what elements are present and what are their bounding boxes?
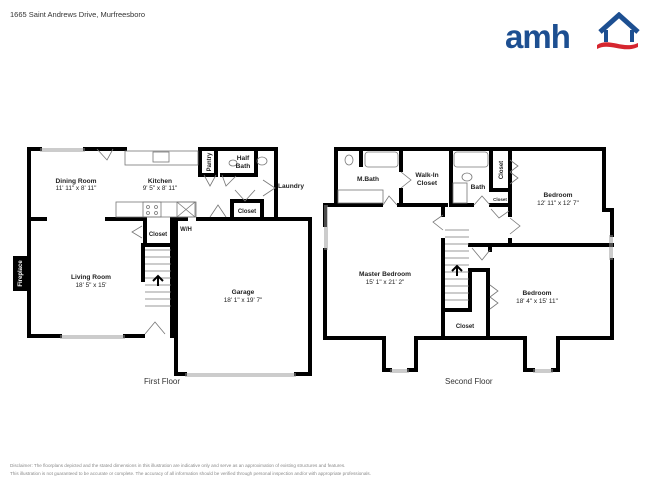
room-name-bath: Bath <box>471 184 486 191</box>
room-name-closet-small: Closet <box>493 197 507 202</box>
second-floor-label: Second Floor <box>445 377 493 386</box>
logo-wordmark: amh <box>505 18 570 52</box>
room-name-half-bath: Half <box>237 155 250 162</box>
room-dims-bedroom-3: 18' 4" x 15' 11" <box>516 298 558 305</box>
room-name-closet-living: Closet <box>149 232 167 238</box>
room-name-wh: W/H <box>180 227 192 233</box>
fireplace <box>13 256 27 291</box>
room-name-kitchen: Kitchen <box>148 178 172 185</box>
room-dims-master: 15' 1" x 21' 2" <box>366 279 405 286</box>
stairs-up-arrow-icon <box>152 274 164 286</box>
fireplace-label: Fireplace <box>18 260 24 287</box>
room-name-bedroom-2: Bedroom <box>544 192 573 199</box>
room-name-pantry: Pantry <box>207 152 213 171</box>
room-name-closet-tall: Closet <box>499 161 505 179</box>
amh-logo: amh <box>505 12 640 52</box>
room-dims-bedroom-2: 12' 11" x 12' 7" <box>537 200 579 207</box>
room-name-walkin-2: Closet <box>417 180 438 187</box>
disclaimer: Disclaimer: The floorplans depicted and … <box>10 462 610 478</box>
room-name-living: Living Room <box>71 274 111 281</box>
first-floor-label: First Floor <box>144 377 180 386</box>
room-name-walkin: Walk-In <box>415 172 438 179</box>
room-name-closet-laundry: Closet <box>238 209 256 215</box>
room-name-half-bath-2: Bath <box>236 163 251 170</box>
room-name-closet-stairs: Closet <box>456 324 474 330</box>
room-name-master: Master Bedroom <box>359 271 411 278</box>
property-address: 1665 Saint Andrews Drive, Murfreesboro <box>10 10 146 19</box>
disclaimer-line-1: Disclaimer: The floorplans depicted and … <box>10 463 346 468</box>
stairs-up-arrow-icon <box>451 264 463 276</box>
room-name-laundry: Laundry <box>278 183 304 190</box>
room-dims-garage: 18' 1" x 19' 7" <box>224 297 263 304</box>
room-dims-kitchen: 9' 5" x 8' 11" <box>143 185 178 192</box>
room-name-dining: Dining Room <box>55 178 96 185</box>
disclaimer-line-2: This illustration is not guaranteed to b… <box>10 471 371 476</box>
house-icon <box>597 12 640 50</box>
room-name-mbath: M.Bath <box>357 176 379 183</box>
room-dims-dining: 11' 11" x 8' 11" <box>56 185 97 192</box>
room-name-bedroom-3: Bedroom <box>523 290 552 297</box>
room-dims-living: 18' 5" x 15' <box>75 282 106 289</box>
room-name-garage: Garage <box>232 289 255 296</box>
